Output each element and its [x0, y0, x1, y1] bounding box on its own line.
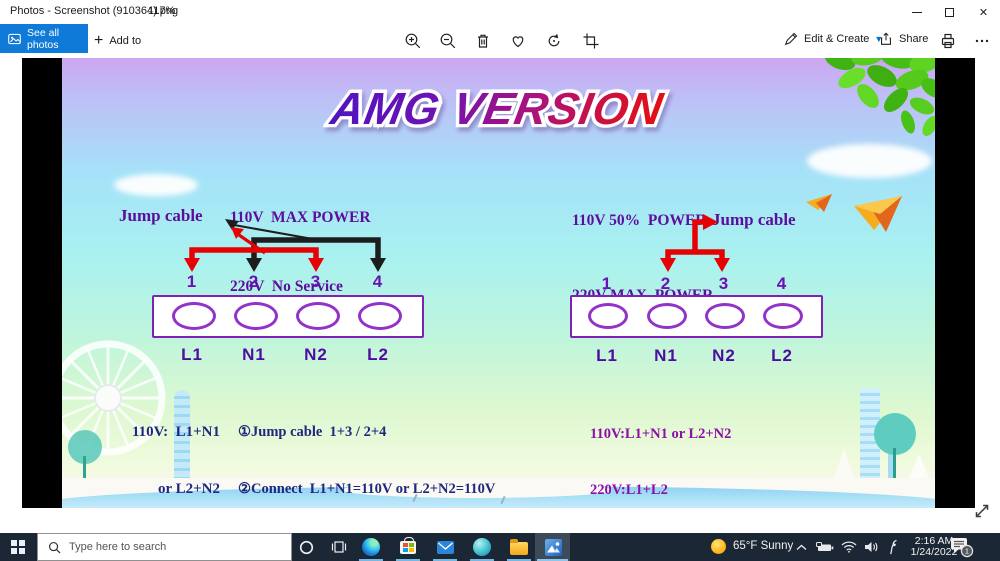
windows-logo-icon: [11, 540, 25, 554]
share-button[interactable]: Share: [878, 31, 928, 47]
taskbar-clock[interactable]: 2:16 AM 1/24/2022: [905, 536, 963, 558]
pen-ink-icon[interactable]: [885, 533, 903, 561]
terminal-oval: [647, 303, 687, 329]
tray-chevron-up-icon[interactable]: [792, 533, 810, 561]
running-indicator: [507, 558, 531, 561]
photo-black-bar-right: [935, 58, 975, 508]
ferris-wheel: [62, 340, 166, 456]
tree-trunk: [893, 448, 896, 504]
terminal-oval: [296, 302, 340, 330]
close-button[interactable]: ✕: [978, 6, 989, 19]
left-jump-cable-label: Jump cable: [119, 206, 203, 225]
search-icon: [48, 541, 61, 554]
left-power-note: 110V MAX POWER 220V No Service: [230, 209, 371, 295]
jump-cable-wires: [184, 214, 730, 272]
right-terminal-block: [570, 295, 823, 338]
water-highlight: [342, 482, 612, 498]
photo-gallery-icon: [7, 32, 22, 46]
sphere-app-taskbar-icon[interactable]: [464, 533, 500, 561]
toolbar: See all photos + Add to Edit & Crea: [0, 24, 1000, 58]
photos-taskbar-icon[interactable]: [535, 533, 571, 561]
add-to-button[interactable]: + Add to: [94, 32, 142, 49]
clock-date: 1/24/2022: [910, 546, 958, 558]
window-title: Photos - Screenshot (910364).png: [10, 5, 179, 17]
cloud: [114, 174, 198, 196]
volume-icon[interactable]: [861, 533, 883, 561]
running-indicator: [359, 558, 383, 561]
titlebar: Photos - Screenshot (910364).png 117% ✕: [0, 0, 1000, 24]
store-taskbar-icon[interactable]: [390, 533, 426, 561]
resize-fit-button[interactable]: [971, 500, 995, 524]
tower-building: [174, 390, 190, 482]
search-placeholder: Type here to search: [69, 541, 167, 553]
left-steps: ①Jump cable 1+3 / 2+4 ②Connect L1+N1=110…: [238, 424, 496, 497]
edit-create-button[interactable]: Edit & Create ▼: [783, 31, 883, 47]
zoom-out-button[interactable]: [438, 31, 458, 51]
left-usage-note: 110V: L1+N1 or L2+N2 220V:No service: [131, 424, 220, 497]
clock-time: 2:16 AM: [914, 535, 954, 547]
minimize-button[interactable]: [900, 0, 933, 24]
task-view-button[interactable]: [321, 533, 357, 561]
battery-icon[interactable]: [814, 533, 836, 561]
wifi-icon[interactable]: [839, 533, 859, 561]
paper-airplane-icons: [806, 194, 902, 232]
skyscraper: [860, 388, 880, 480]
favorite-heart-button[interactable]: [508, 31, 528, 51]
terminal-oval: [234, 302, 278, 330]
maximize-button[interactable]: [933, 0, 966, 24]
start-button[interactable]: [0, 533, 36, 561]
zoom-level: 117%: [148, 5, 176, 17]
terminal-oval: [172, 302, 216, 330]
share-icon: [878, 31, 894, 47]
crop-button[interactable]: [581, 31, 601, 51]
right-steps: 110V:L1+N1 or L2+N2 220V:L1+L2 ①Jump cab…: [590, 426, 732, 498]
print-button[interactable]: [938, 31, 958, 51]
weather-sun-icon[interactable]: [711, 539, 726, 554]
right-jump-cable-label: Jump cable: [712, 210, 796, 229]
plus-icon: +: [94, 32, 104, 49]
more-options-button[interactable]: [972, 31, 992, 51]
edge-taskbar-icon[interactable]: [353, 533, 389, 561]
running-indicator: [433, 558, 457, 561]
see-all-photos-button[interactable]: See all photos: [0, 24, 88, 53]
taskbar-search-input[interactable]: Type here to search: [37, 533, 292, 561]
terminal-oval: [763, 303, 803, 329]
notification-center-button[interactable]: 1: [950, 537, 980, 558]
running-indicator-active: [537, 558, 568, 561]
running-indicator: [396, 558, 420, 561]
chevron-down-icon: ▼: [874, 34, 884, 44]
mail-taskbar-icon[interactable]: [427, 533, 463, 561]
delete-button[interactable]: [473, 31, 493, 51]
photo-black-bar-left: [22, 58, 62, 508]
terminal-oval: [358, 302, 402, 330]
cloud: [807, 144, 932, 178]
cortana-button[interactable]: [288, 533, 324, 561]
blue-column: [888, 442, 894, 504]
edit-pencil-icon: [783, 31, 799, 47]
taskbar: Type here to search: [0, 533, 1000, 561]
notification-badge: 1: [965, 547, 969, 556]
file-explorer-taskbar-icon[interactable]: [501, 533, 537, 561]
photo-content: AMG VERSION AMG VERSION 110V MAX POWER 2…: [62, 58, 935, 508]
weather-widget[interactable]: 65°F Sunny: [733, 540, 794, 552]
leaves-decoration: [824, 58, 935, 136]
terminal-oval: [588, 303, 628, 329]
running-indicator: [470, 558, 494, 561]
rotate-button[interactable]: [544, 31, 564, 51]
left-terminal-block: [152, 295, 424, 338]
zoom-in-button[interactable]: [403, 31, 423, 51]
terminal-oval: [705, 303, 745, 329]
